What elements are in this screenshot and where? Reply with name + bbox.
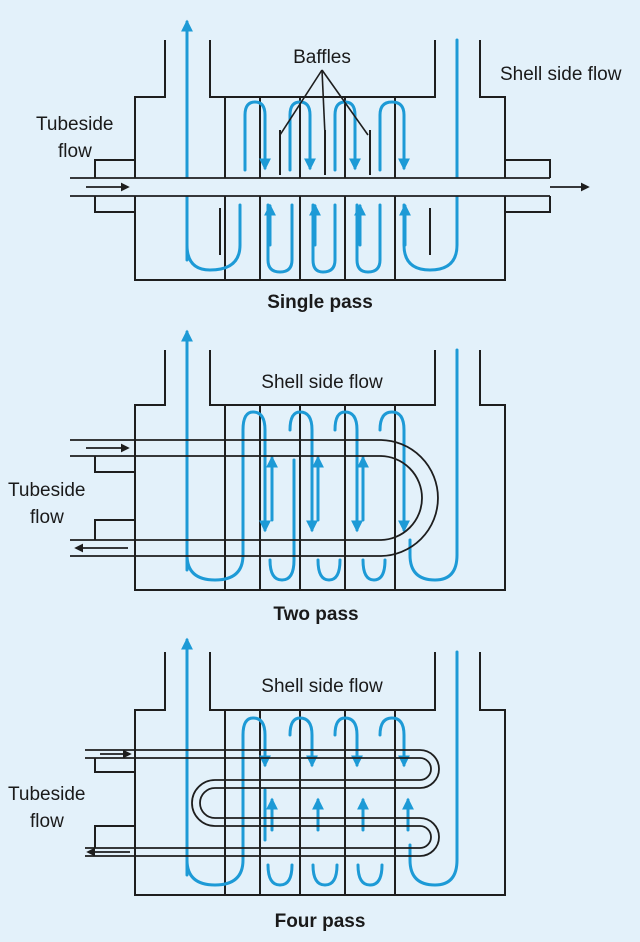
- four-serpentine-tube: [85, 749, 440, 857]
- four-pass-caption: Four pass: [275, 911, 366, 932]
- single-tubeside-label-line2: flow: [58, 141, 92, 162]
- four-shell-outline: [134, 652, 506, 896]
- single-shell-outline: [134, 40, 506, 281]
- two-tubeside-label-line2: flow: [30, 507, 64, 528]
- single-tubeside-label-line1: Tubeside: [36, 114, 113, 135]
- two-pass-diagram: Shell side flow Tubeside flow Two pass: [8, 329, 506, 625]
- four-pass-diagram: Shell side flow Tubeside flow Four pass: [8, 637, 506, 932]
- four-tubeside-label-line1: Tubeside: [8, 784, 85, 805]
- four-tubeside-label-line2: flow: [30, 811, 64, 832]
- baffles-label: Baffles: [293, 47, 351, 68]
- two-pass-caption: Two pass: [273, 604, 358, 625]
- two-shell-side-label: Shell side flow: [261, 372, 383, 393]
- four-shell-side-label: Shell side flow: [261, 676, 383, 697]
- single-pass-caption: Single pass: [267, 292, 373, 313]
- two-shell-flow: [181, 329, 459, 582]
- single-pass-diagram: Baffles Shell side flow Tubeside flow Si…: [36, 19, 622, 313]
- single-shell-flow: [181, 19, 459, 274]
- single-shell-side-label: Shell side flow: [500, 64, 622, 85]
- two-u-tube: [70, 439, 439, 557]
- two-shell-outline: [134, 350, 506, 591]
- baffle-pointers: [279, 69, 369, 136]
- two-tubeside-label-line1: Tubeside: [8, 480, 85, 501]
